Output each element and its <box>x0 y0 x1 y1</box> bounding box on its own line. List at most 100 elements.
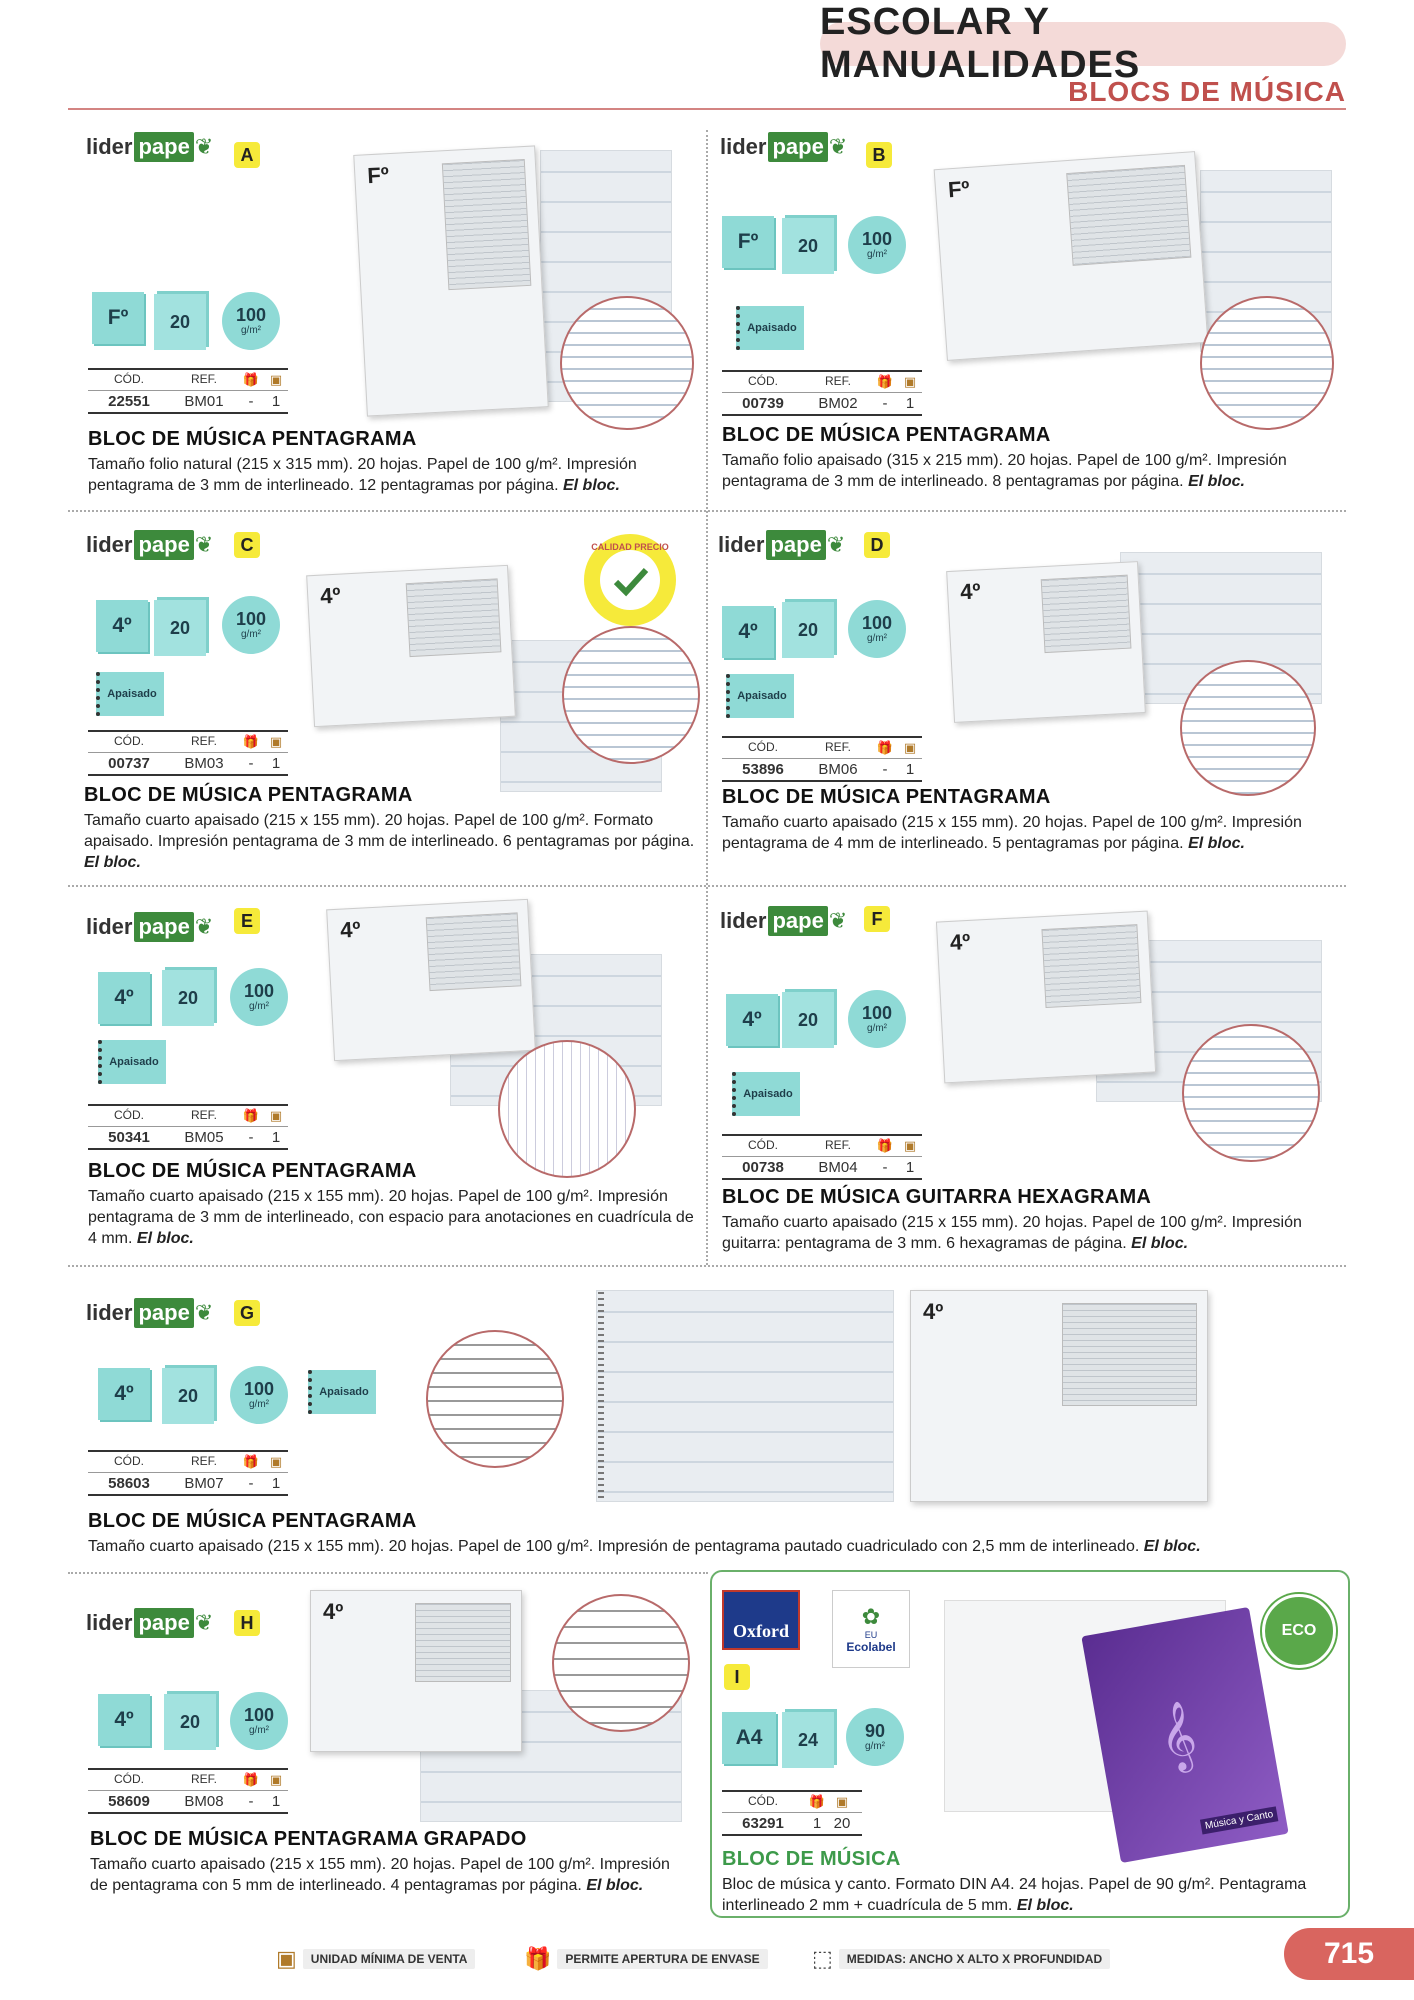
open-pack-icon: 🎁 <box>242 1772 260 1787</box>
row-divider <box>68 885 1346 887</box>
sheets-badge: 20 <box>162 970 214 1026</box>
format-badge: Fº <box>722 216 774 268</box>
box-icon: ▣ <box>835 1794 849 1809</box>
product-image-pad: Fº <box>933 151 1209 361</box>
subcategory-title: BLOCS DE MÚSICA <box>1068 76 1346 107</box>
product-letter-a: A <box>234 142 260 168</box>
zoom-detail <box>426 1330 564 1468</box>
quality-price-text: CALIDAD PRECIO <box>591 542 669 552</box>
product-image-pad: 4º <box>310 1590 522 1752</box>
box-icon: ▣ <box>269 1454 283 1469</box>
column-divider <box>706 130 708 1265</box>
sheets-badge: 20 <box>162 1368 214 1424</box>
zoom-detail <box>1200 296 1334 430</box>
product-description: Tamaño cuarto apaisado (215 x 155 mm). 2… <box>722 1214 1302 1252</box>
featured-product-frame <box>710 1570 1350 1918</box>
product-letter-b: B <box>866 142 892 168</box>
product-letter-i: I <box>724 1664 750 1690</box>
quality-price-seal-icon <box>584 534 676 626</box>
landscape-badge: Apaisado <box>736 306 804 350</box>
leaf-icon: ❦ <box>194 134 214 159</box>
format-badge: A4 <box>722 1712 776 1764</box>
open-pack-icon: 🎁 <box>524 1946 552 1971</box>
category-title: ESCOLAR Y MANUALIDADES <box>820 1 1346 86</box>
landscape-badge: Apaisado <box>98 1040 166 1084</box>
format-badge: Fº <box>92 292 144 344</box>
row-divider <box>68 1265 1346 1267</box>
box-icon: ▣ <box>903 740 917 755</box>
open-pack-icon: 🎁 <box>876 374 894 389</box>
product-letter-c: C <box>234 532 260 558</box>
leaf-icon: ❦ <box>194 532 214 557</box>
legend-measures: ⬚ MEDIDAS: ANCHO X ALTO X PROFUNDIDAD <box>812 1946 1111 1972</box>
zoom-detail <box>552 1594 690 1732</box>
product-letter-f: F <box>864 906 890 932</box>
leaf-icon: ❦ <box>828 134 848 159</box>
zoom-detail <box>498 1040 636 1178</box>
format-badge: 4º <box>98 1694 150 1746</box>
sheets-badge: 20 <box>782 602 834 658</box>
product-title: BLOC DE MÚSICA PENTAGRAMA GRAPADO <box>90 1828 527 1850</box>
format-badge: 4º <box>726 994 778 1046</box>
open-pack-icon: 🎁 <box>808 1794 826 1809</box>
box-icon: ▣ <box>276 1946 297 1971</box>
product-image-pad: 4º <box>910 1290 1208 1502</box>
open-pack-icon: 🎁 <box>242 1108 260 1123</box>
leaf-icon: ❦ <box>828 908 848 933</box>
leaf-icon: ❦ <box>194 914 214 939</box>
format-badge: 4º <box>722 606 774 658</box>
legend-min-unit: ▣ UNIDAD MÍNIMA DE VENTA <box>276 1946 476 1972</box>
page-number: 715 <box>1284 1928 1414 1980</box>
sheets-badge: 20 <box>154 600 206 656</box>
zoom-detail <box>1180 660 1316 796</box>
leaf-icon: ❦ <box>826 532 846 557</box>
open-pack-icon: 🎁 <box>876 740 894 755</box>
product-title: BLOC DE MÚSICA <box>722 1848 901 1870</box>
leaf-icon: ❦ <box>194 1300 214 1325</box>
spiral-binding <box>598 1292 604 1498</box>
product-description: Tamaño cuarto apaisado (215 x 155 mm). 2… <box>90 1856 670 1894</box>
open-pack-icon: 🎁 <box>242 734 260 749</box>
product-title: BLOC DE MÚSICA GUITARRA HEXAGRAMA <box>722 1186 1152 1208</box>
box-icon: ▣ <box>269 734 283 749</box>
sheets-badge: 20 <box>164 1694 216 1750</box>
sheets-badge: 20 <box>782 218 834 274</box>
open-pack-icon: 🎁 <box>876 1138 894 1153</box>
sheets-badge: 24 <box>782 1712 834 1768</box>
product-letter-d: D <box>864 532 890 558</box>
product-letter-h: H <box>234 1610 260 1636</box>
sheets-badge: 20 <box>154 294 206 350</box>
leaf-icon: ❦ <box>194 1610 214 1635</box>
product-description: Tamaño cuarto apaisado (215 x 155 mm). 2… <box>88 1188 694 1247</box>
product-title: BLOC DE MÚSICA PENTAGRAMA <box>84 784 413 806</box>
landscape-badge: Apaisado <box>726 674 794 718</box>
box-icon: ▣ <box>903 1138 917 1153</box>
box-icon: ▣ <box>269 1772 283 1787</box>
measure-box-icon: ⬚ <box>812 1946 833 1971</box>
box-icon: ▣ <box>903 374 917 389</box>
product-description: Tamaño cuarto apaisado (215 x 155 mm). 2… <box>722 814 1302 852</box>
product-description: Bloc de música y canto. Formato DIN A4. … <box>722 1876 1307 1914</box>
